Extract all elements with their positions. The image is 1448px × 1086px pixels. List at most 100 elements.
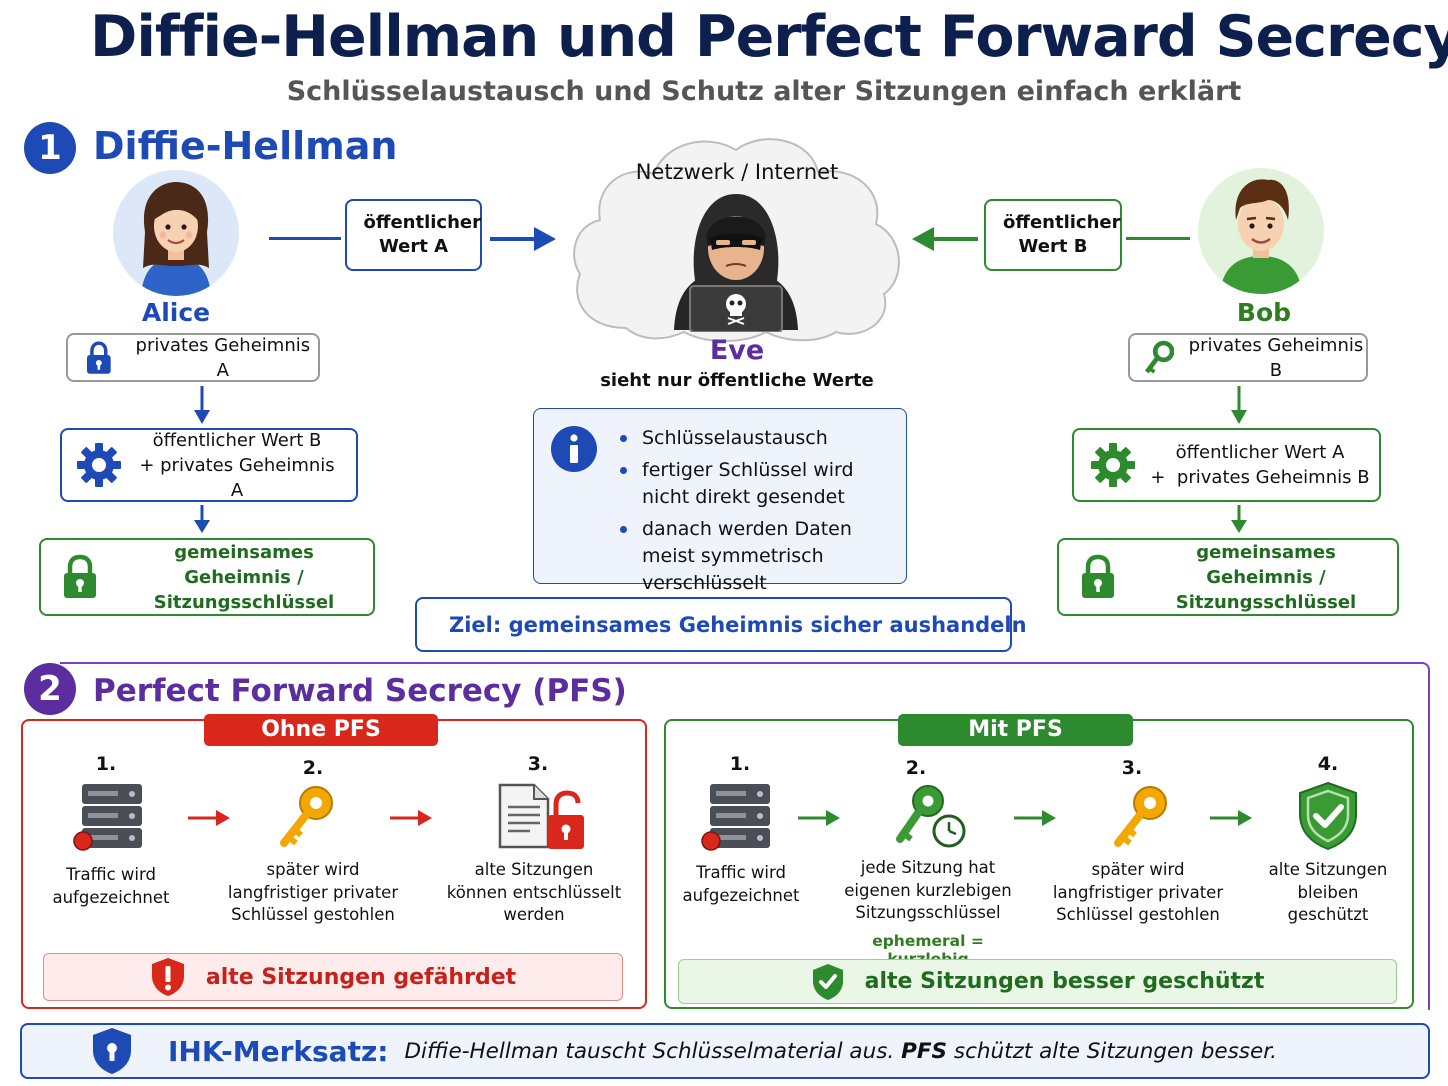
merksatz-text-part-2: schützt alte Sitzungen besser. <box>953 1038 1277 1064</box>
alice-connector-line <box>269 237 341 240</box>
eve-name: Eve <box>709 335 765 366</box>
info-list: Schlüsselaustausch fertiger Schlüssel wi… <box>616 425 894 602</box>
server-icon <box>701 784 770 851</box>
alice-compute-line-1: öffentlicher Wert B <box>152 429 322 451</box>
without-pfs-alert: alte Sitzungen gefährdet <box>43 953 623 1001</box>
arrow-down-icon <box>1231 386 1247 424</box>
info-item: Schlüsselaustausch <box>616 425 894 452</box>
gear-icon <box>1091 443 1135 487</box>
without-step-1-text: Traffic wird aufgezeichnet <box>52 865 170 907</box>
without-step-1-number: 1. <box>95 753 117 775</box>
key-icon <box>1114 786 1167 847</box>
arrow-right-icon <box>188 810 230 826</box>
unlocked-document-icon <box>498 783 584 849</box>
alice-compute-box: öffentlicher Wert B + privates Geheimnis… <box>60 428 358 502</box>
with-step-2-text: jede Sitzung hat eigenen kurzlebigen Sit… <box>844 858 1012 922</box>
bob-compute-box: öffentlicher Wert A + privates Geheimnis… <box>1072 428 1381 502</box>
merksatz-label: IHK-Merksatz: <box>168 1034 389 1068</box>
with-step-4-number: 4. <box>1317 753 1339 775</box>
with-pfs-alert-text: alte Sitzungen besser geschützt <box>864 969 1265 994</box>
info-item: fertiger Schlüssel wird nicht direkt ges… <box>616 457 894 511</box>
shield-check-icon <box>812 963 843 1000</box>
merksatz-text: Diffie-Hellman tauscht Schlüsselmaterial… <box>404 1039 1276 1064</box>
with-pfs-alert: alte Sitzungen besser geschützt <box>678 959 1397 1004</box>
alice-secret-box: privates Geheimnis A <box>66 333 320 382</box>
without-pfs-label: Ohne PFS <box>204 714 438 746</box>
alice-result-line-2: Sitzungsschlüssel <box>153 591 335 613</box>
alice-compute-text: öffentlicher Wert B + privates Geheimnis… <box>132 428 342 503</box>
without-step-2-text: später wird langfristiger privater Schlü… <box>227 860 399 924</box>
goal-text: Ziel: gemeinsames Geheimnis sicher ausha… <box>449 612 1027 637</box>
arrow-down-icon <box>194 386 210 424</box>
arrow-down-icon <box>1231 505 1247 533</box>
server-icon <box>73 784 142 851</box>
info-icon <box>551 426 597 472</box>
session-key-clock-icon <box>896 785 966 848</box>
bob-public-value-box: öffentlicher Wert B <box>984 199 1122 271</box>
info-item: danach werden Daten meist symmetrisch ve… <box>616 516 894 597</box>
arrow-right-icon <box>390 810 432 826</box>
bob-avatar <box>1198 168 1324 294</box>
bob-result-box: gemeinsames Geheimnis / Sitzungsschlüsse… <box>1057 538 1399 616</box>
goal-box: Ziel: gemeinsames Geheimnis sicher ausha… <box>415 597 1027 652</box>
section-1-title: Diffie-Hellman <box>93 124 398 168</box>
section-2-title: Perfect Forward Secrecy (PFS) <box>93 673 633 709</box>
section-1-number: 1 <box>24 122 76 174</box>
shield-icon <box>93 1028 131 1074</box>
info-box: Schlüsselaustausch fertiger Schlüssel wi… <box>533 408 907 594</box>
with-step-1-text: Traffic wird aufgezeichnet <box>682 863 800 905</box>
bob-result-text: gemeinsames Geheimnis / Sitzungsschlüsse… <box>1141 540 1391 615</box>
bob-result-line-2: Sitzungsschlüssel <box>1175 591 1357 613</box>
key-icon <box>1144 340 1174 373</box>
arrow-right-icon <box>490 227 556 251</box>
alice-result-text: gemeinsames Geheimnis / Sitzungsschlüsse… <box>119 540 369 615</box>
arrow-down-icon <box>194 505 210 533</box>
bob-result-line-1: gemeinsames Geheimnis / <box>1196 541 1336 588</box>
alice-compute-line-2: + privates Geheimnis A <box>139 454 335 501</box>
bob-secret-label: privates Geheimnis B <box>1188 334 1364 381</box>
with-step-2-number: 2. <box>905 757 927 779</box>
with-pfs-label: Mit PFS <box>898 714 1133 746</box>
bob-compute-line-1: öffentlicher Wert A <box>1175 442 1345 463</box>
alice-public-value-box: öffentlicher Wert A <box>345 199 482 271</box>
alice-name: Alice <box>141 298 211 327</box>
key-icon <box>280 786 333 847</box>
bob-name: Bob <box>1236 298 1292 327</box>
without-step-2-number: 2. <box>302 757 324 779</box>
alice-result-box: gemeinsames Geheimnis / Sitzungsschlüsse… <box>39 538 375 616</box>
arrow-right-icon <box>1210 810 1252 826</box>
arrow-left-icon <box>912 227 978 251</box>
lock-icon <box>64 554 96 598</box>
section-2-number: 2 <box>24 663 76 715</box>
bob-compute-line-2: + privates Geheimnis B <box>1150 467 1370 488</box>
bob-public-value-label: öffentlicher Wert B <box>1003 212 1121 257</box>
with-step-1-number: 1. <box>729 753 751 775</box>
section-2-frame <box>60 662 1430 1010</box>
gear-icon <box>77 443 121 487</box>
page-title: Diffie-Hellman und Perfect Forward Secre… <box>90 4 1448 70</box>
with-step-3-number: 3. <box>1121 757 1143 779</box>
eve-caption: sieht nur öffentliche Werte <box>600 370 874 391</box>
shield-check-icon <box>1299 781 1357 851</box>
lock-icon <box>1082 554 1114 598</box>
alice-secret-label: privates Geheimnis A <box>135 334 311 381</box>
network-label: Netzwerk / Internet <box>635 160 839 184</box>
arrow-right-icon <box>798 810 840 826</box>
page-subtitle: Schlüsselaustausch und Schutz alter Sitz… <box>286 76 1242 107</box>
warning-shield-icon <box>151 958 184 996</box>
bob-connector-line <box>1126 237 1190 240</box>
with-step-3-text: später wird langfristiger privater Schlü… <box>1052 860 1224 924</box>
without-step-3-number: 3. <box>527 753 549 775</box>
alice-public-value-label: öffentlicher Wert A <box>363 212 481 257</box>
bob-secret-box: privates Geheimnis B <box>1128 333 1368 382</box>
alice-avatar <box>113 170 239 296</box>
merksatz-emphasis: PFS <box>901 1038 948 1064</box>
without-pfs-alert-text: alte Sitzungen gefährdet <box>205 964 517 990</box>
bob-compute-text: öffentlicher Wert A + privates Geheimnis… <box>1150 440 1370 490</box>
arrow-right-icon <box>1014 810 1056 826</box>
lock-icon <box>86 340 111 374</box>
hacker-icon <box>674 194 798 332</box>
merksatz-text-part-1: Diffie-Hellman tauscht Schlüsselmaterial… <box>404 1038 895 1064</box>
merksatz-bar: IHK-Merksatz: Diffie-Hellman tauscht Sch… <box>20 1023 1430 1079</box>
with-step-4-text: alte Sitzungen bleiben geschützt <box>1268 860 1388 924</box>
